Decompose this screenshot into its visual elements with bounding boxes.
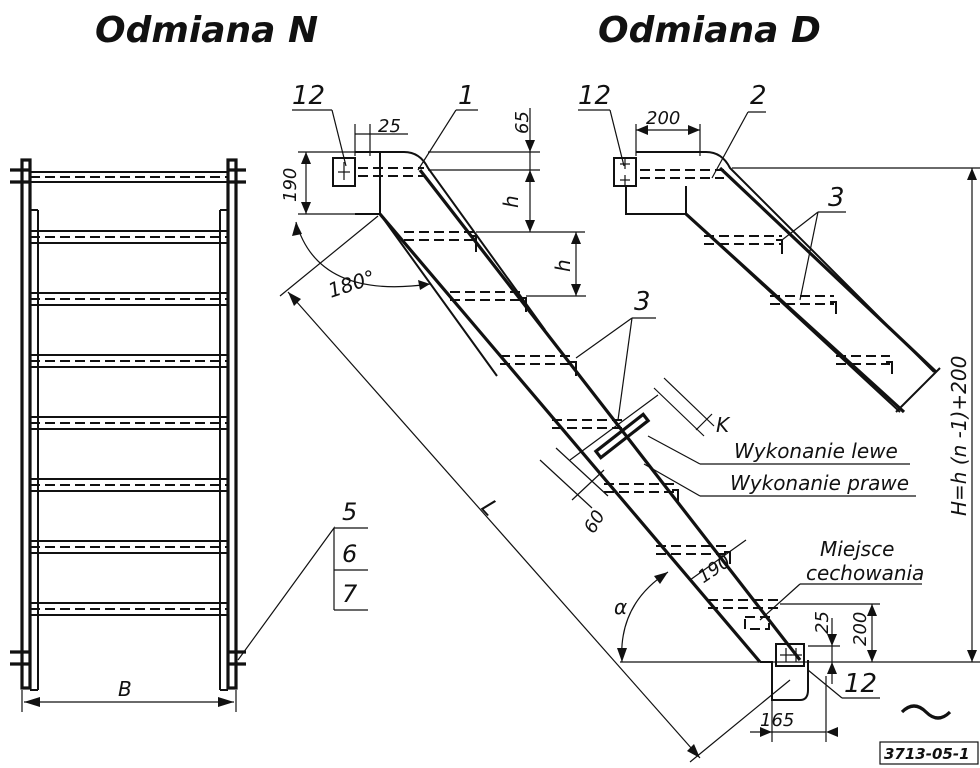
- dim-65: 65: [512, 111, 533, 134]
- dim-190-step: 190: [694, 551, 734, 588]
- stringer-upper-line: [418, 169, 802, 661]
- dim-k: K: [716, 413, 731, 437]
- callout-5: 5: [342, 498, 357, 526]
- front-view-ladder: B: [10, 158, 246, 712]
- angle-180: 180°: [325, 265, 378, 303]
- callout-1: 1: [458, 81, 475, 111]
- stringer-lower-line: [378, 212, 762, 664]
- left-stringer: [20, 158, 32, 690]
- callout-2: 2: [750, 81, 767, 111]
- drawing-number-box: [879, 741, 979, 765]
- note-right-version: Wykonanie prawe: [730, 471, 909, 495]
- note-marking-place-1: Miejsce: [820, 537, 894, 561]
- bottom-mount-bracket: [775, 643, 805, 667]
- dimension-l-line: [287, 291, 701, 759]
- callout-12-right: 12: [578, 81, 611, 111]
- right-stringer: [226, 158, 238, 690]
- callout-12-left: 12: [292, 81, 325, 111]
- dim-height-formula: H=h (n -1)+200: [947, 356, 971, 516]
- note-marking-place-2: cechowania: [806, 561, 924, 585]
- dim-190-left: 190: [280, 168, 301, 202]
- dim-h-upper: h: [499, 195, 523, 208]
- callout-7: 7: [342, 580, 358, 608]
- drawing-number: 3713-05-1: [884, 745, 970, 763]
- dim-165: 165: [760, 710, 794, 731]
- side-view-n: [332, 151, 980, 701]
- callout-12-bottom: 12: [844, 669, 877, 699]
- tilde-mark: [900, 704, 952, 720]
- dim-l: L: [476, 495, 503, 521]
- dim-200-top: 200: [646, 108, 680, 129]
- callout-3-upper: 3: [828, 183, 845, 213]
- hidden-rungs: [358, 167, 782, 609]
- note-left-version: Wykonanie lewe: [734, 439, 898, 463]
- callout-3-lower: 3: [634, 287, 651, 317]
- heading-variant-d: Odmiana D: [598, 10, 821, 51]
- angle-alpha: α: [614, 595, 627, 619]
- dim-25-top: 25: [378, 116, 401, 137]
- dim-25-bottom: 25: [812, 611, 833, 634]
- side-view-d: [613, 151, 941, 414]
- dim-200-bottom: 200: [850, 612, 871, 646]
- rungs: [29, 230, 229, 616]
- dim-60: 60: [580, 507, 610, 537]
- marking-place: [744, 616, 770, 630]
- heading-variant-n: Odmiana N: [95, 10, 318, 51]
- dim-h-lower: h: [551, 259, 575, 272]
- dimension-b-label: B: [118, 677, 132, 701]
- section-plate: [593, 412, 651, 460]
- callout-6: 6: [342, 540, 357, 568]
